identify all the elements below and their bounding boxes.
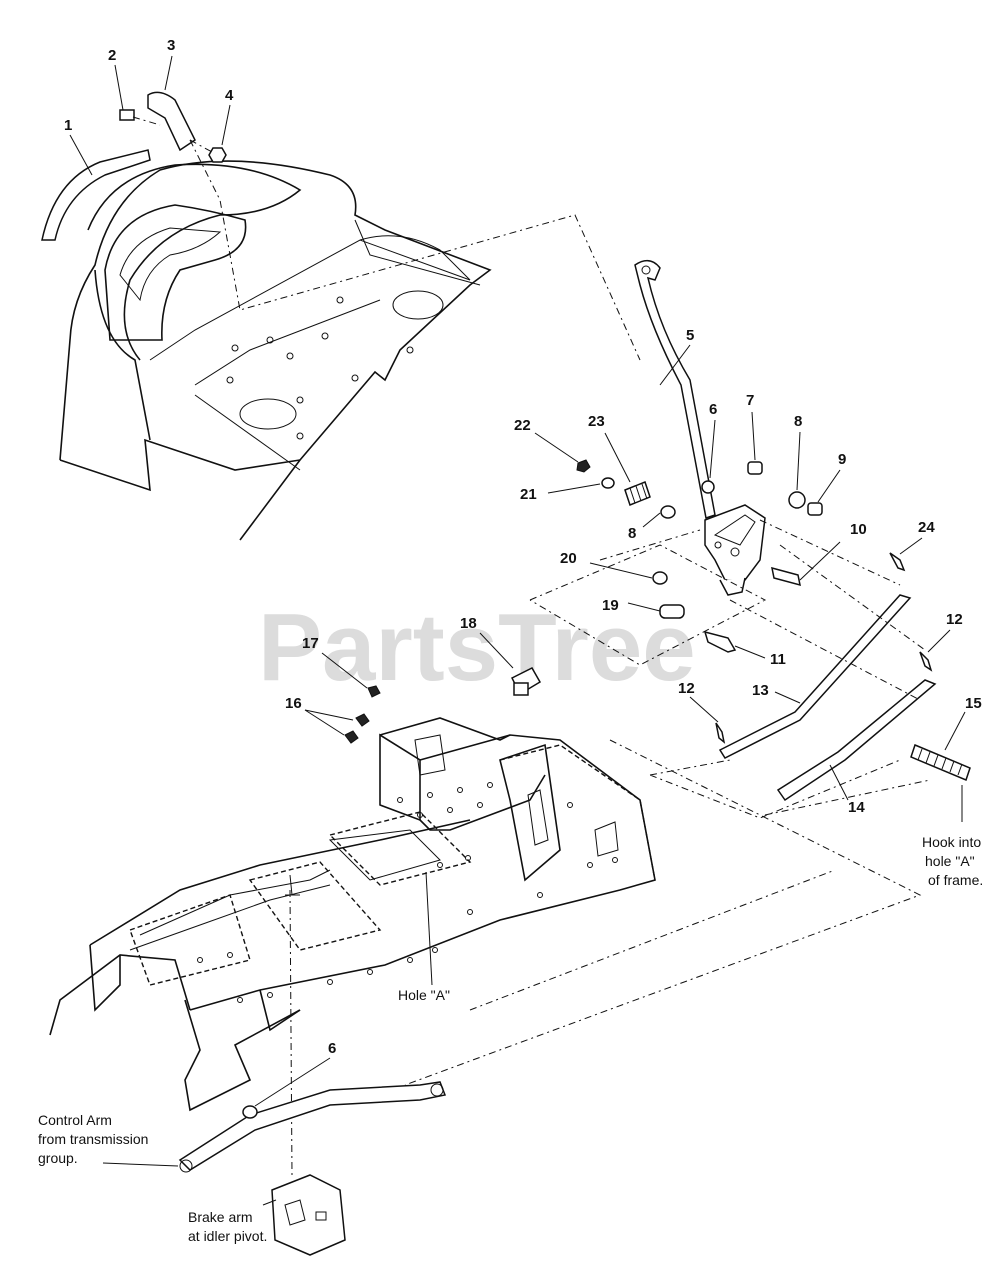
callout-2: 2 <box>108 47 116 64</box>
note-brake-arm: Brake arm at idler pivot. <box>188 1209 267 1244</box>
callout-13: 13 <box>752 682 769 699</box>
svg-text:hole "A": hole "A" <box>925 853 975 869</box>
callout-leaders <box>69 55 966 1206</box>
callout-6-upper: 6 <box>709 401 717 418</box>
callout-24: 24 <box>918 519 935 536</box>
callout-20: 20 <box>560 550 577 567</box>
callout-19: 19 <box>602 597 619 614</box>
callout-22: 22 <box>514 417 531 434</box>
callout-18: 18 <box>460 615 477 632</box>
part-8-washer-a <box>660 505 676 519</box>
svg-text:Hook into: Hook into <box>922 834 981 850</box>
callout-12-right: 12 <box>946 611 963 628</box>
callout-1: 1 <box>64 117 72 134</box>
part-5-shift-lever <box>634 259 716 519</box>
part-14-rod <box>776 679 937 802</box>
svg-text:from transmission: from transmission <box>38 1131 148 1147</box>
part-16-nut-b <box>344 730 359 744</box>
part-9-bushing <box>807 502 823 516</box>
callout-5: 5 <box>686 327 694 344</box>
control-arm <box>178 1081 447 1173</box>
leader-lines-right <box>404 519 931 1086</box>
callout-10: 10 <box>850 521 867 538</box>
bracket-assembly <box>704 504 766 596</box>
part-2-screw <box>119 109 161 126</box>
watermark-logo: PartsTree <box>258 594 696 701</box>
part-1-handle <box>41 149 151 241</box>
callout-11: 11 <box>770 651 786 668</box>
callout-9: 9 <box>838 451 846 468</box>
part-13-rod <box>718 594 912 759</box>
svg-text:at idler pivot.: at idler pivot. <box>188 1228 267 1244</box>
callout-15: 15 <box>965 695 982 712</box>
part-8-washer-b <box>788 491 806 509</box>
part-10-bolt <box>771 566 801 587</box>
part-19-spacer <box>659 604 685 619</box>
part-6-washer-a <box>701 480 715 494</box>
part-7-bushing <box>747 461 763 475</box>
part-12-cotter-pin-b <box>715 722 726 744</box>
note-hook-into-hole: Hook into hole "A" of frame. <box>922 834 983 888</box>
note-control-arm: Control Arm from transmission group. <box>38 1112 148 1166</box>
part-16-nut-a <box>355 713 370 727</box>
part-20-nut <box>652 571 668 585</box>
callout-17: 17 <box>302 635 319 652</box>
svg-text:group.: group. <box>38 1150 78 1166</box>
callout-6-lower: 6 <box>328 1040 336 1057</box>
callout-21: 21 <box>520 486 537 503</box>
callout-3: 3 <box>167 37 175 54</box>
part-6-washer-b <box>242 1105 258 1119</box>
callout-8-lower: 8 <box>628 525 636 542</box>
part-23-spring <box>624 481 651 506</box>
brake-arm <box>271 1174 346 1256</box>
tractor-frame <box>49 717 656 1176</box>
part-17-screw <box>367 685 381 698</box>
part-12-cotter-pin-a <box>919 651 933 672</box>
svg-text:Brake arm: Brake arm <box>188 1209 253 1225</box>
callout-12-left: 12 <box>678 680 695 697</box>
part-21-washer <box>601 477 615 489</box>
callout-23: 23 <box>588 413 605 430</box>
callout-8-upper: 8 <box>794 413 802 430</box>
part-3-knob <box>147 91 196 152</box>
callout-16: 16 <box>285 695 302 712</box>
part-15-spring <box>910 743 971 782</box>
leader-knob-bracket <box>189 139 641 361</box>
part-24-cotter-pin <box>889 552 906 572</box>
callout-7: 7 <box>746 392 754 409</box>
note-hole-a: Hole "A" <box>398 987 450 1003</box>
fender-assembly <box>59 160 492 541</box>
part-4-nut <box>189 139 227 163</box>
part-22-nut <box>576 459 591 473</box>
svg-text:Control Arm: Control Arm <box>38 1112 112 1128</box>
part-18-bracket <box>510 667 542 696</box>
callout-4: 4 <box>225 87 234 104</box>
callout-labels: 1 2 3 4 5 6 7 8 9 23 22 21 8 10 24 20 19… <box>64 37 982 1057</box>
svg-text:of frame.: of frame. <box>928 872 983 888</box>
part-11-bolt <box>703 630 737 653</box>
callout-14: 14 <box>848 799 865 816</box>
